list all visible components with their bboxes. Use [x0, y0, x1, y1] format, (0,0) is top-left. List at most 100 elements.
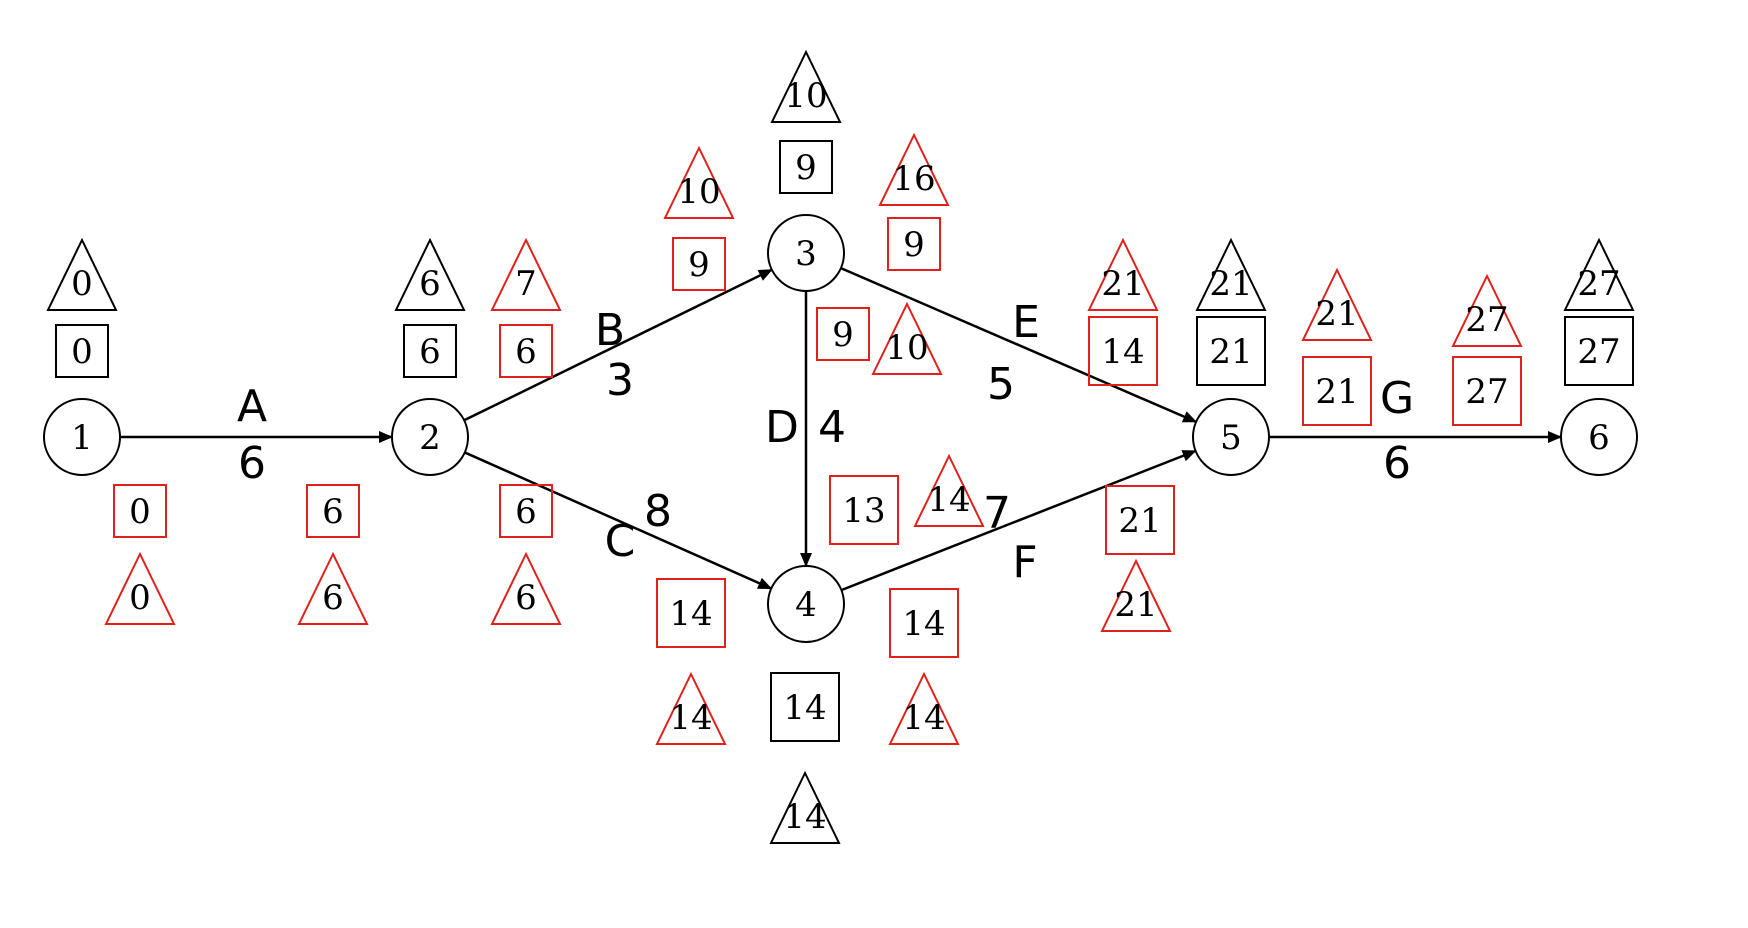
activity-name-g: G: [1380, 373, 1414, 424]
activity-b-start-square-box: [499, 324, 553, 378]
activity-duration-d: 4: [818, 402, 846, 453]
activity-a-end-square-value: 6: [322, 492, 344, 532]
activity-d-end-triangle-triangle: [913, 453, 985, 527]
node-3-time-square-value: 9: [795, 148, 817, 188]
activity-b-end-square-box: [672, 237, 726, 291]
node-6-time-triangle-triangle: [1563, 237, 1635, 311]
node-circle-6: [1560, 398, 1638, 476]
activity-f-end-triangle-value: 21: [1114, 585, 1157, 625]
node-label-2: 2: [419, 418, 441, 458]
activity-a-end-triangle-value: 6: [322, 578, 344, 618]
activity-e-start-triangle-triangle: [878, 132, 950, 206]
activity-c-end-square-box: [656, 578, 726, 648]
activity-b-start-square-value: 6: [515, 332, 537, 372]
activity-g-end-triangle-value: 27: [1465, 300, 1508, 340]
node-circle-4: [767, 565, 845, 643]
node-circle-3: [767, 214, 845, 292]
activity-b-start-triangle-triangle: [490, 237, 562, 311]
activity-duration-f: 7: [983, 488, 1011, 539]
node-3-time-triangle-value: 10: [784, 76, 827, 116]
activity-b-start-triangle-value: 7: [515, 264, 537, 304]
node-1-time-triangle-triangle: [46, 237, 118, 311]
activity-g-start-triangle-triangle: [1301, 267, 1373, 341]
node-4-time-square-box: [770, 672, 840, 742]
activity-a-end-square-box: [306, 484, 360, 538]
activity-c-end-square-value: 14: [669, 594, 712, 634]
node-2-time-square-box: [403, 324, 457, 378]
activity-a-start-square-box: [113, 484, 167, 538]
activity-a-end-triangle-triangle: [297, 551, 369, 625]
activity-a-start-square-value: 0: [129, 492, 151, 532]
activity-e-start-triangle-value: 16: [892, 159, 935, 199]
activity-a-start-triangle-value: 0: [129, 578, 151, 618]
activity-name-b: B: [595, 305, 625, 356]
activity-g-start-square-box: [1302, 356, 1372, 426]
activity-c-end-triangle-triangle: [655, 671, 727, 745]
activity-b-end-triangle-value: 10: [677, 172, 720, 212]
node-3-time-square-box: [779, 140, 833, 194]
activity-g-end-square-box: [1452, 356, 1522, 426]
node-2-time-triangle-triangle: [394, 237, 466, 311]
activity-name-e: E: [1012, 297, 1040, 348]
activity-duration-b: 3: [606, 355, 634, 406]
node-5-time-triangle-value: 21: [1209, 264, 1252, 304]
activity-d-start-triangle-value: 10: [885, 328, 928, 368]
activity-duration-a: 6: [238, 438, 266, 489]
activity-duration-g: 6: [1383, 438, 1411, 489]
activity-g-start-triangle-value: 21: [1315, 294, 1358, 334]
activity-f-start-triangle-value: 14: [902, 698, 945, 738]
node-5-time-square-box: [1196, 316, 1266, 386]
activity-name-a: A: [237, 381, 267, 432]
node-4-time-triangle-triangle: [769, 770, 841, 844]
node-6-time-square-box: [1564, 316, 1634, 386]
activity-e-start-square-box: [887, 217, 941, 271]
node-label-5: 5: [1220, 418, 1242, 458]
node-label-6: 6: [1588, 418, 1610, 458]
node-1-time-square-value: 0: [71, 332, 93, 372]
node-circle-1: [43, 398, 121, 476]
node-6-time-square-value: 27: [1577, 332, 1620, 372]
activity-g-end-triangle-triangle: [1451, 273, 1523, 347]
activity-c-start-square-box: [499, 484, 553, 538]
activity-g-start-square-value: 21: [1315, 372, 1358, 412]
arrow-c: [464, 451, 773, 590]
activity-f-end-square-box: [1105, 485, 1175, 555]
activity-e-end-triangle-triangle: [1087, 237, 1159, 311]
activity-name-f: F: [1012, 537, 1037, 588]
node-label-3: 3: [795, 234, 817, 274]
node-circle-2: [391, 398, 469, 476]
arrow-b: [463, 268, 773, 422]
activity-d-end-triangle-value: 14: [927, 480, 970, 520]
activity-b-end-square-value: 9: [688, 245, 710, 285]
node-1-time-triangle-value: 0: [71, 264, 93, 304]
activity-f-end-square-value: 21: [1118, 501, 1161, 541]
node-5-time-square-value: 21: [1209, 332, 1252, 372]
activity-e-start-square-value: 9: [903, 225, 925, 265]
node-2-time-triangle-value: 6: [419, 264, 441, 304]
arrow-e: [840, 266, 1198, 424]
activity-name-d: D: [765, 402, 799, 453]
activity-c-start-triangle-triangle: [490, 551, 562, 625]
activity-d-end-square-box: [829, 475, 899, 545]
node-4-time-triangle-value: 14: [783, 797, 826, 837]
activity-e-end-square-value: 14: [1101, 332, 1144, 372]
activity-f-start-square-box: [889, 588, 959, 658]
node-6-time-triangle-value: 27: [1577, 264, 1620, 304]
node-2-time-square-value: 6: [419, 332, 441, 372]
activity-c-start-triangle-value: 6: [515, 578, 537, 618]
activity-d-end-square-value: 13: [842, 491, 885, 531]
activity-name-c: C: [605, 516, 636, 567]
activity-g-end-square-value: 27: [1465, 372, 1508, 412]
activity-a-start-triangle-triangle: [104, 551, 176, 625]
activity-e-end-triangle-value: 21: [1101, 264, 1144, 304]
activity-e-end-square-box: [1088, 316, 1158, 386]
node-circle-5: [1192, 398, 1270, 476]
arrow-f: [840, 449, 1197, 592]
activity-d-start-triangle-triangle: [871, 301, 943, 375]
node-1-time-square-box: [55, 324, 109, 378]
activity-duration-e: 5: [987, 359, 1015, 410]
node-label-4: 4: [795, 585, 817, 625]
node-5-time-triangle-triangle: [1195, 237, 1267, 311]
node-4-time-square-value: 14: [783, 688, 826, 728]
activity-d-start-square-box: [816, 307, 870, 361]
